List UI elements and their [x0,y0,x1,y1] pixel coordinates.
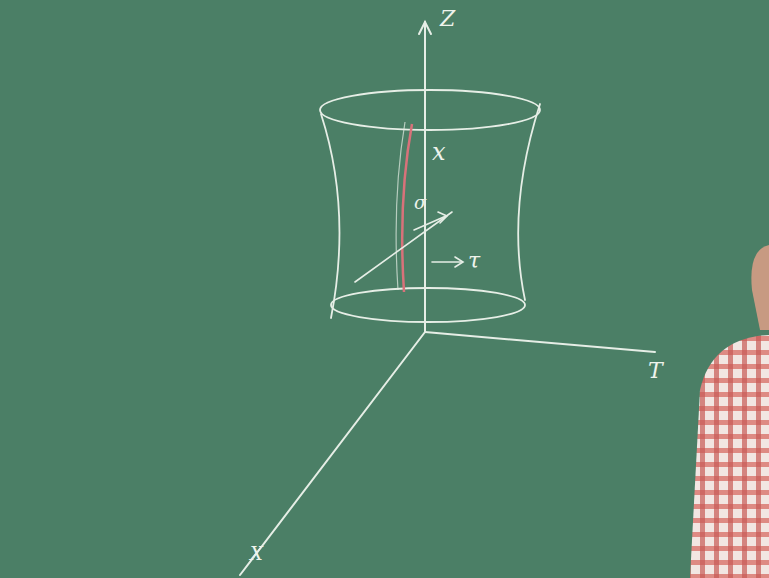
red-worldsheet-curve [402,124,412,292]
tangent-vectors [355,212,463,282]
coordinate-label: τ [468,250,480,272]
hyperboloid-surface [320,90,540,322]
axis-label: X [250,545,263,563]
axis-label: T [648,360,663,382]
coordinate-label: σ [414,194,426,212]
axis-label: Z [440,8,455,30]
axes [240,22,655,575]
point-label: x [432,140,446,164]
person [690,245,769,578]
chalk-curve [396,122,405,290]
